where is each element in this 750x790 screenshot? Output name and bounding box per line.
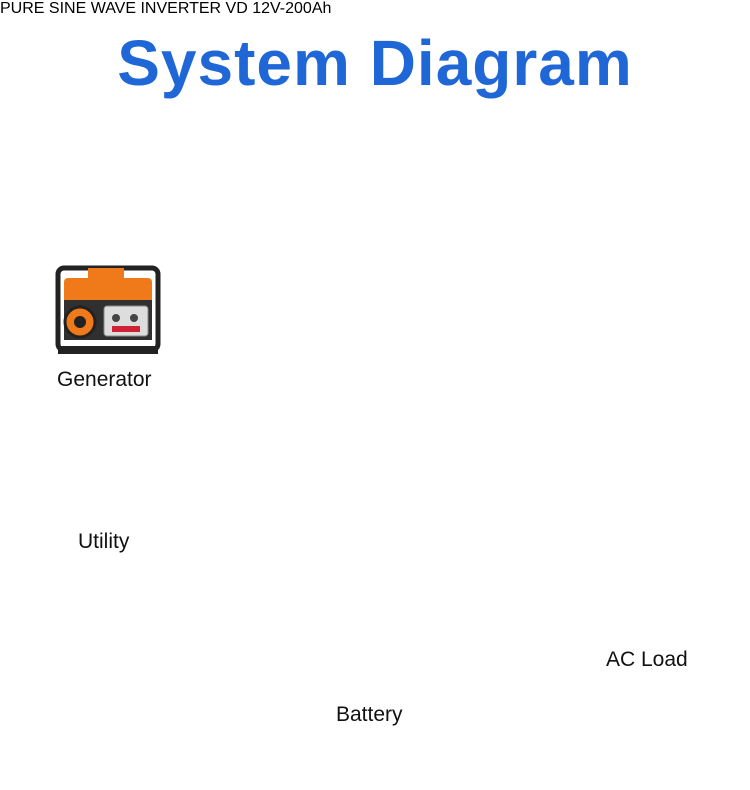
generator-icon [55,265,161,354]
battery-icon: VD 12V-200Ah [226,0,332,17]
inverter-icon: PURE SINE WAVE INVERTER [0,0,222,17]
generator-label: Generator [57,368,152,391]
battery-label: Battery [336,703,403,726]
utility-label: Utility [78,530,130,553]
ac-load-label: AC Load [606,648,688,671]
page-title: System Diagram [117,27,633,99]
battery-print-text: VD 12V-200Ah [225,0,332,17]
